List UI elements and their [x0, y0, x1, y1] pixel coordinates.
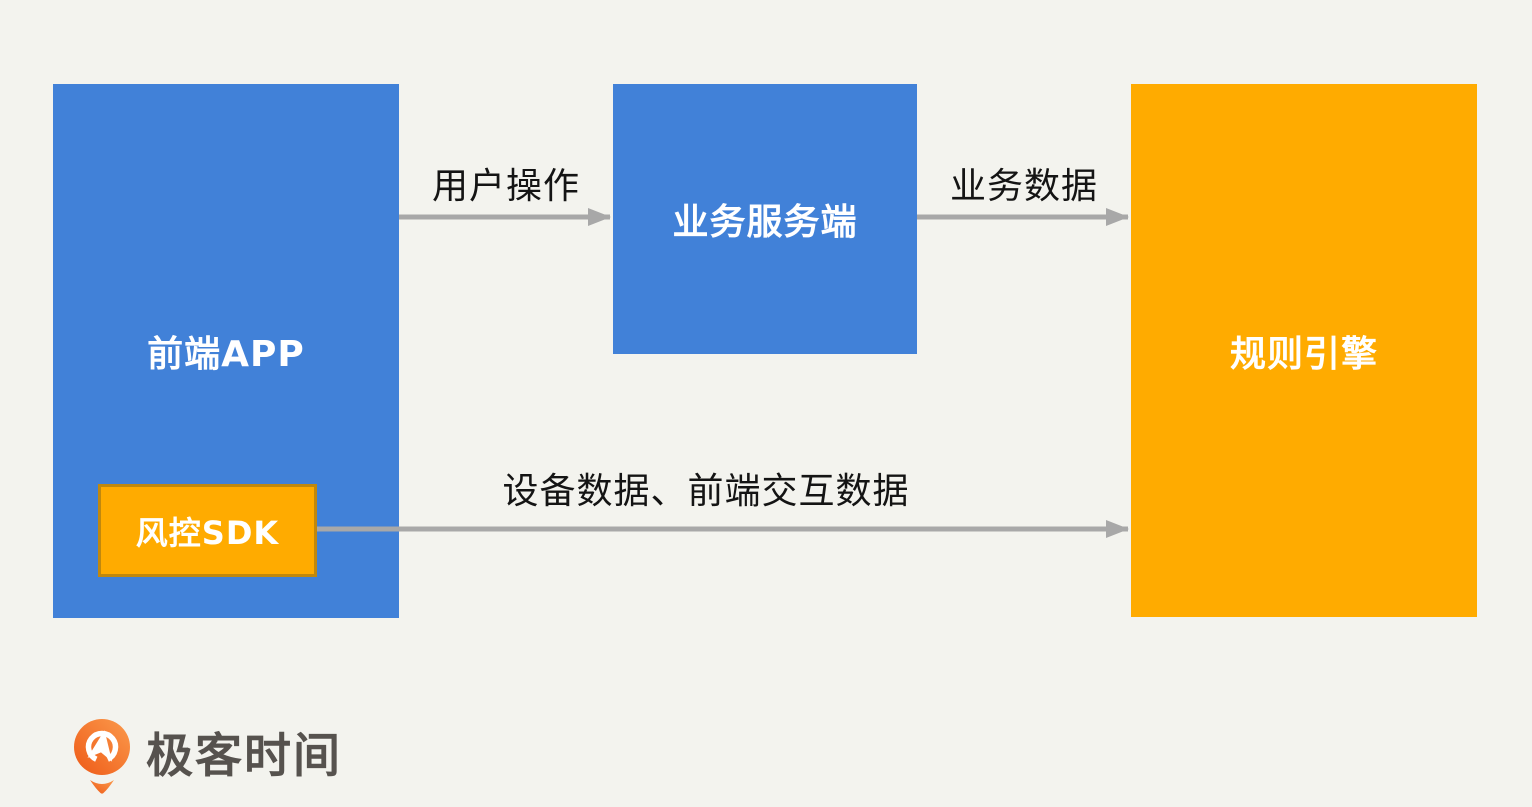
node-risk-sdk-label: 风控SDK — [135, 513, 280, 552]
edge-label-user-action: 用户操作 — [431, 166, 580, 207]
geektime-pin-icon — [74, 719, 130, 794]
edge-label-business-data: 业务数据 — [949, 166, 1098, 207]
node-rule-engine-label: 规则引擎 — [1229, 333, 1378, 375]
node-frontend-app-label: 前端APP — [147, 334, 305, 375]
node-frontend-app: 前端APP 风控SDK — [53, 84, 399, 618]
node-business-server-label: 业务服务端 — [672, 202, 858, 243]
node-business-server: 业务服务端 — [613, 84, 917, 354]
geektime-wordmark: 极客时间 — [146, 729, 342, 784]
edge-label-device-data: 设备数据、前端交互数据 — [502, 471, 910, 512]
geektime-logo: 极客时间 — [70, 718, 342, 796]
node-risk-sdk: 风控SDK — [98, 484, 317, 577]
node-rule-engine: 规则引擎 — [1131, 84, 1477, 617]
